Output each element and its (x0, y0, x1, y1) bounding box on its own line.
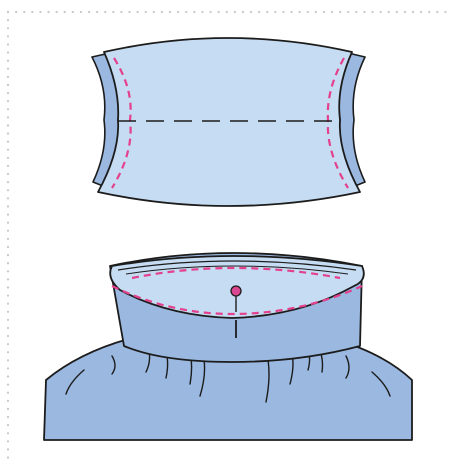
left-stitch-line (111, 57, 132, 189)
collar-band-body (97, 37, 361, 207)
outer-stitch-line (111, 284, 363, 316)
collar-band-flat-icon (91, 37, 366, 207)
collar-attached-to-shirt-icon (43, 252, 413, 441)
right-stitch-line (326, 57, 349, 189)
pin-icon (230, 285, 242, 312)
collar-rim-inner (125, 265, 349, 275)
collar-rim (117, 260, 357, 271)
dotted-border (6, 10, 454, 460)
inner-stitch-line (131, 266, 341, 280)
